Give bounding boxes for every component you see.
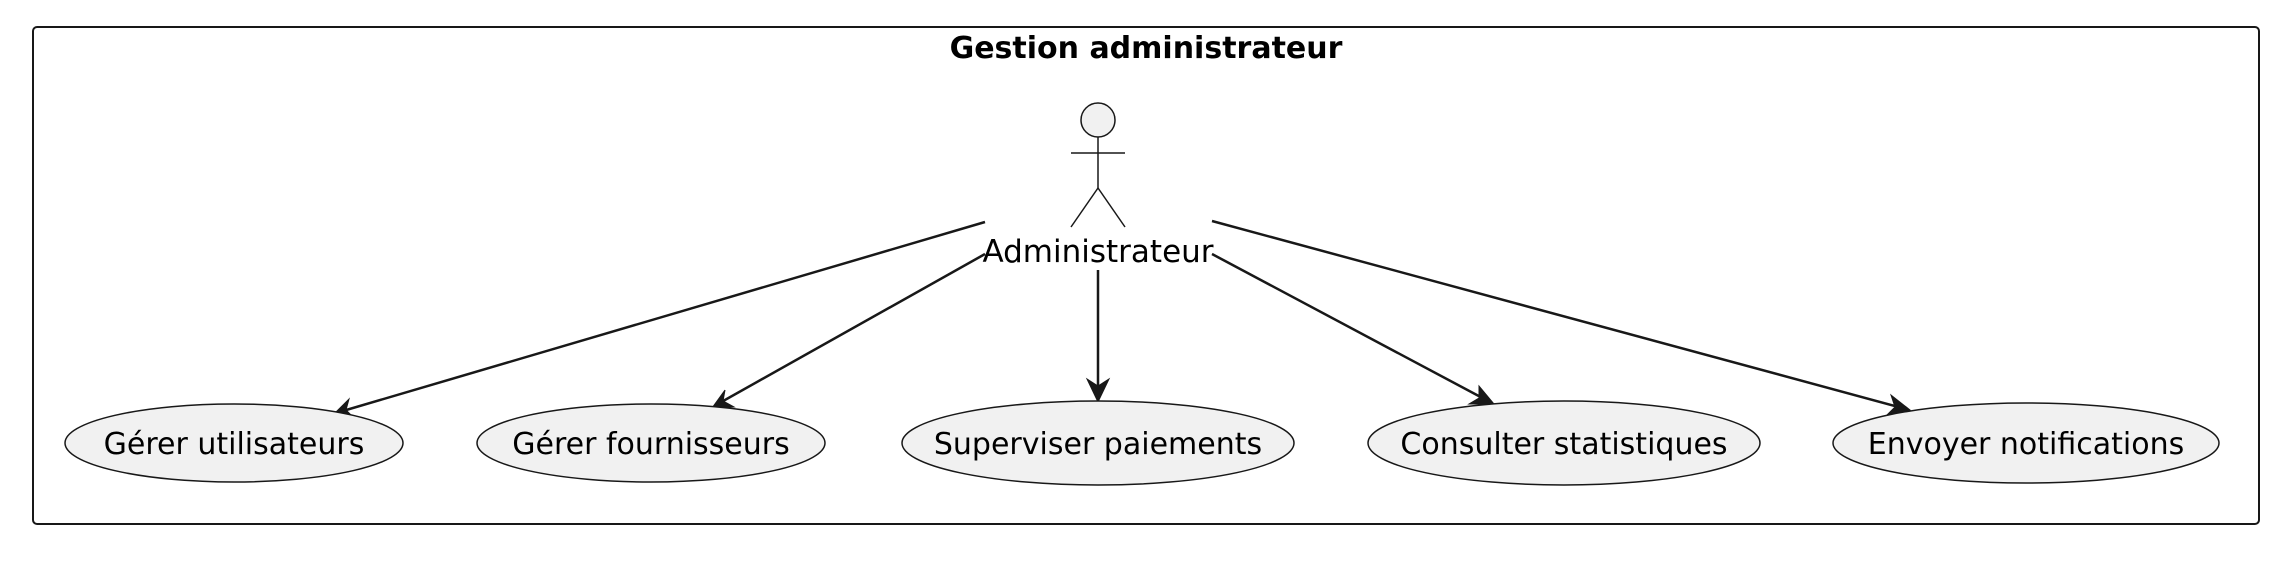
boundary-box xyxy=(32,26,2260,525)
use-case-label: Envoyer notifications xyxy=(1868,427,2185,462)
use-case-label: Consulter statistiques xyxy=(1400,427,1727,462)
use-case-label: Gérer fournisseurs xyxy=(512,427,790,462)
use-case-ellipse xyxy=(476,403,826,483)
associations xyxy=(333,219,1912,420)
use-case-label: Gérer utilisateurs xyxy=(104,427,365,462)
actor-name: Administrateur xyxy=(982,234,1213,270)
boundary-title: Gestion administrateur xyxy=(950,31,1343,66)
use-case-ellipse xyxy=(64,403,404,483)
use-case-ellipse xyxy=(1367,400,1761,486)
use-case-superviser-paiements: Superviser paiements xyxy=(901,400,1295,486)
system-boundary: Gestion administrateur xyxy=(32,26,2260,525)
use-case-gerer-fournisseurs: Gérer fournisseurs xyxy=(476,403,826,483)
use-case-envoyer-notifications: Envoyer notifications xyxy=(1832,402,2220,484)
actor-administrateur: Administrateur xyxy=(982,102,1214,270)
association-consulter-statistiques xyxy=(1211,252,1496,405)
arrow-head xyxy=(1467,384,1496,405)
arrow-head xyxy=(1085,377,1111,404)
use-case-ellipse xyxy=(901,400,1295,486)
use-case-gerer-utilisateurs: Gérer utilisateurs xyxy=(64,403,404,483)
association-superviser-paiements xyxy=(1085,270,1111,404)
use-case-label: Superviser paiements xyxy=(934,427,1262,462)
stick-figure-actor-icon xyxy=(1070,102,1126,228)
use-case-consulter-statistiques: Consulter statistiques xyxy=(1367,400,1761,486)
use-case-ellipse xyxy=(1832,402,2220,484)
